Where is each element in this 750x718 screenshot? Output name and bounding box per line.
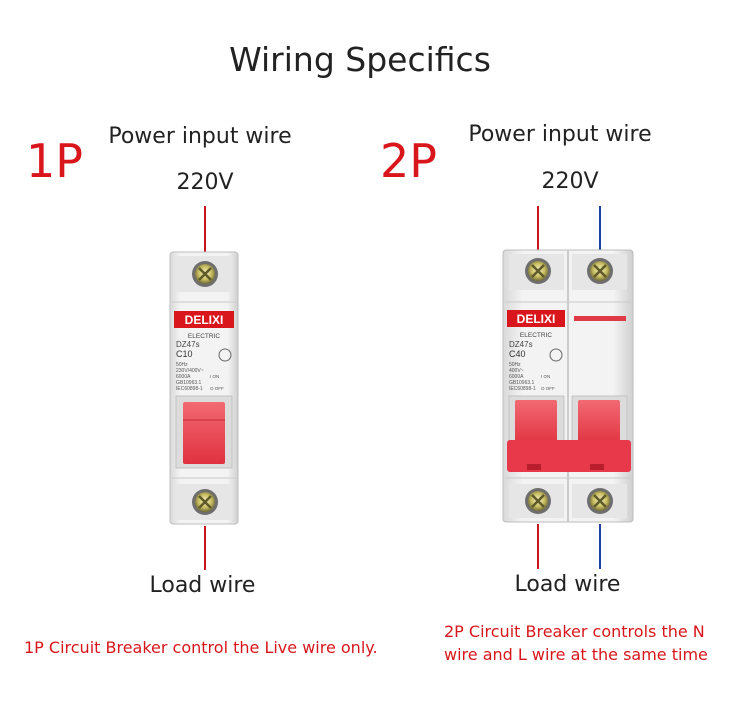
svg-text:I ON: I ON (541, 374, 550, 379)
breaker-2p: DELIXI ELECTRIC DZ47s C40 50Hz 400V~ 600… (502, 249, 634, 523)
svg-text:DELIXI: DELIXI (185, 313, 224, 327)
svg-text:50Hz: 50Hz (509, 362, 521, 368)
svg-text:IEC60898-1: IEC60898-1 (509, 386, 536, 392)
voltage-label-2p: 220V (541, 169, 599, 194)
note-1p: 1P Circuit Breaker control the Live wire… (24, 638, 378, 657)
svg-text:O OFF: O OFF (210, 386, 224, 391)
power-input-label-1p: Power input wire (108, 124, 292, 149)
svg-text:ELECTRIC: ELECTRIC (520, 332, 552, 339)
svg-text:DZ47s: DZ47s (176, 340, 200, 349)
label-2p: 2P (380, 134, 438, 188)
note-2p-line2: wire and L wire at the same time (444, 645, 708, 664)
page-title: Wiring Specifics (229, 40, 491, 79)
svg-text:400V~: 400V~ (509, 368, 524, 374)
svg-text:50Hz: 50Hz (176, 362, 188, 368)
power-input-label-2p: Power input wire (468, 122, 652, 147)
voltage-label-1p: 220V (176, 170, 234, 195)
svg-text:6000A: 6000A (509, 374, 524, 380)
svg-text:C40: C40 (509, 349, 526, 359)
svg-text:DELIXI: DELIXI (517, 312, 556, 326)
svg-text:ELECTRIC: ELECTRIC (188, 333, 220, 340)
breaker-handle-1p (183, 402, 225, 464)
label-1p: 1P (26, 134, 84, 188)
svg-text:6000A: 6000A (176, 374, 191, 380)
svg-text:DZ47s: DZ47s (509, 340, 533, 349)
note-2p-line1: 2P Circuit Breaker controls the N (444, 622, 705, 641)
svg-text:230V/400V~: 230V/400V~ (176, 368, 204, 374)
load-wire-label-1p: Load wire (149, 573, 256, 598)
svg-text:GB10963.1: GB10963.1 (176, 380, 202, 386)
svg-text:GB10963.1: GB10963.1 (509, 380, 535, 386)
load-wire-label-2p: Load wire (514, 572, 621, 597)
breaker-handle-2p (507, 440, 631, 472)
svg-text:IEC60898-1: IEC60898-1 (176, 386, 203, 392)
svg-text:I ON: I ON (210, 374, 219, 379)
svg-text:O OFF: O OFF (541, 386, 555, 391)
breaker-1p: DELIXI ELECTRIC DZ47s C10 50Hz 230V/400V… (169, 251, 239, 525)
svg-text:C10: C10 (176, 349, 193, 359)
